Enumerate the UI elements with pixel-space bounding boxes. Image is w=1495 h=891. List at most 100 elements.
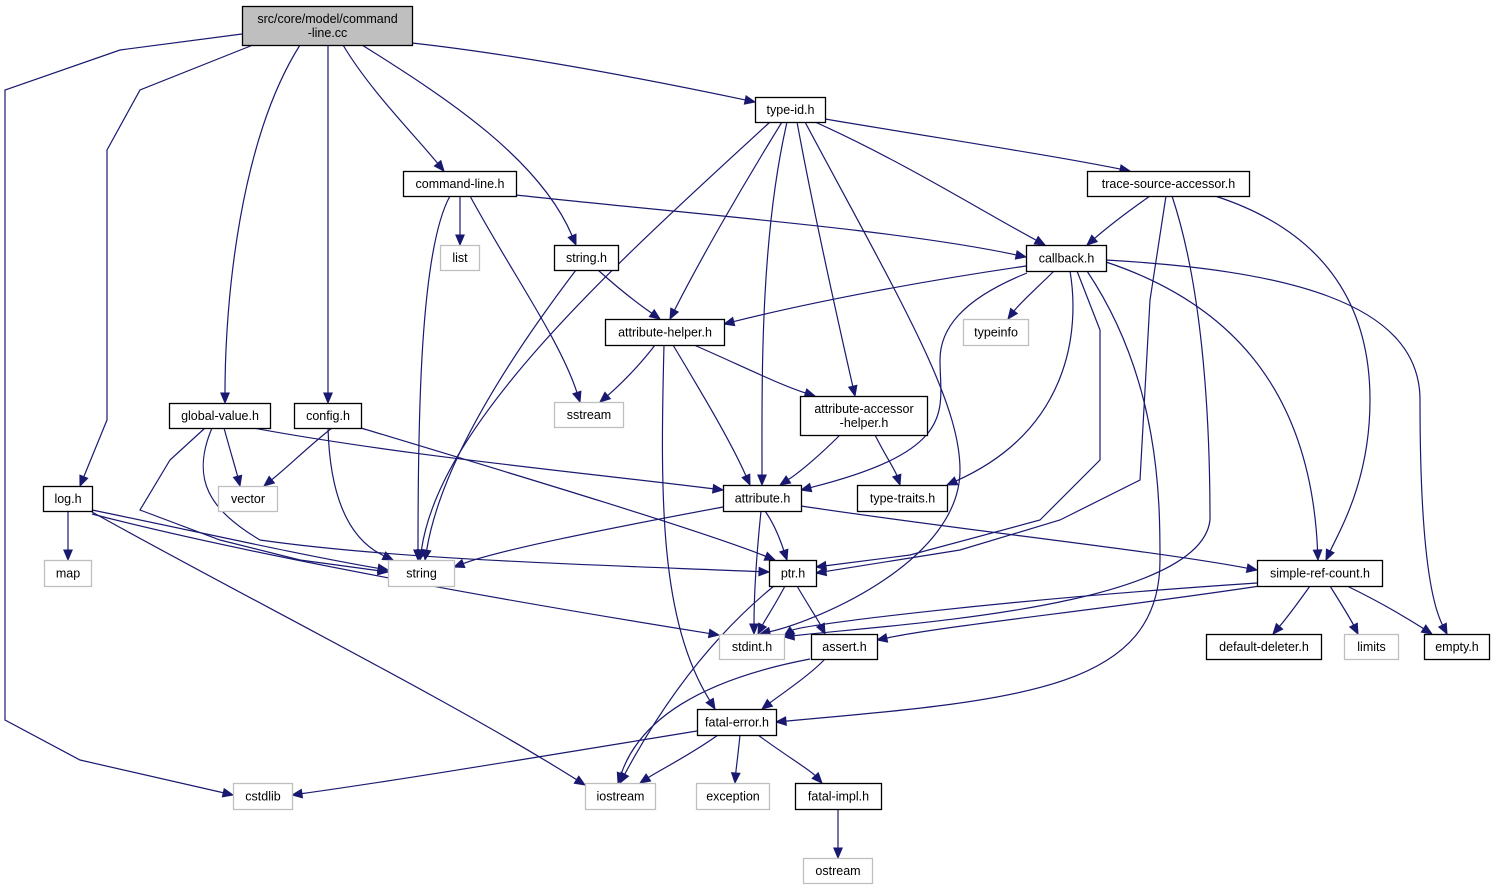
- node-box[interactable]: [232, 782, 294, 811]
- node-ptr[interactable]: ptr.h: [768, 559, 818, 588]
- edge-line: [810, 272, 1028, 489]
- edge-line: [796, 121, 854, 387]
- edge-root-to-command-line: [342, 44, 445, 172]
- node-iostream[interactable]: iostream: [584, 782, 657, 811]
- node-map[interactable]: map: [43, 559, 93, 588]
- node-root[interactable]: src/core/model/command-line.cc: [241, 5, 414, 47]
- arrowhead-icon: [722, 316, 736, 327]
- node-limits[interactable]: limits: [1343, 633, 1400, 661]
- edge-line: [411, 42, 746, 101]
- node-box[interactable]: [722, 484, 803, 513]
- node-box[interactable]: [293, 402, 363, 430]
- edge-attribute-to-simple-ref-count: [800, 505, 1259, 573]
- arrowhead-icon: [669, 307, 680, 321]
- node-list[interactable]: list: [439, 244, 481, 272]
- node-ostream[interactable]: ostream: [802, 857, 874, 885]
- edge-line: [607, 344, 656, 396]
- node-box[interactable]: [802, 857, 874, 885]
- node-box[interactable]: [553, 244, 620, 272]
- node-stdint[interactable]: stdint.h: [718, 633, 786, 661]
- node-empty[interactable]: empty.h: [1423, 633, 1491, 661]
- node-cstdlib[interactable]: cstdlib: [232, 782, 294, 811]
- node-type-traits[interactable]: type-traits.h: [856, 484, 949, 513]
- edge-line: [753, 510, 762, 625]
- node-box[interactable]: [962, 318, 1030, 347]
- arrowhead-icon: [1312, 549, 1323, 562]
- node-sstream[interactable]: sstream: [553, 401, 625, 429]
- edge-attribute-helper-to-attribute-accessor-helper: [693, 344, 817, 398]
- node-typeinfo[interactable]: typeinfo: [962, 318, 1030, 347]
- node-simple-ref-count[interactable]: simple-ref-count.h: [1256, 559, 1384, 588]
- node-label: vector: [231, 492, 265, 506]
- node-box[interactable]: [387, 559, 456, 588]
- node-command-line[interactable]: command-line.h: [402, 170, 518, 198]
- node-global-value[interactable]: global-value.h: [168, 402, 272, 430]
- arrowhead-icon: [599, 391, 612, 403]
- node-box[interactable]: [584, 782, 657, 811]
- arrowhead-icon: [875, 633, 889, 643]
- node-label: assert.h: [822, 640, 867, 654]
- node-box[interactable]: [42, 485, 94, 513]
- edge-line: [693, 344, 806, 394]
- arrowhead-icon: [433, 159, 445, 172]
- node-box[interactable]: [43, 559, 93, 588]
- edge-line: [796, 585, 822, 626]
- node-attribute[interactable]: attribute.h: [722, 484, 803, 513]
- node-box[interactable]: [439, 244, 481, 272]
- node-box[interactable]: [1086, 170, 1251, 198]
- node-box[interactable]: [856, 484, 949, 513]
- node-attribute-accessor-helper[interactable]: attribute-accessor-helper.h: [799, 395, 929, 437]
- edge-callback-to-typeinfo: [1007, 270, 1055, 321]
- edge-fatal-error-to-fatal-impl: [757, 734, 823, 784]
- node-trace-source-accessor[interactable]: trace-source-accessor.h: [1086, 170, 1251, 198]
- node-box[interactable]: [810, 633, 879, 661]
- edge-attribute-to-string: [452, 506, 724, 569]
- arrowhead-icon: [381, 551, 395, 561]
- edge-trace-source-accessor-to-callback: [1086, 195, 1151, 246]
- node-box[interactable]: [402, 170, 518, 198]
- node-label: list: [452, 251, 468, 265]
- edge-line: [91, 513, 710, 635]
- node-box[interactable]: [794, 782, 883, 811]
- node-box[interactable]: [768, 559, 818, 588]
- node-box[interactable]: [1423, 633, 1491, 661]
- node-box[interactable]: [754, 96, 827, 124]
- edge-global-value-to-vector: [223, 427, 243, 488]
- edge-root-to-log: [79, 44, 254, 488]
- node-box[interactable]: [718, 633, 786, 661]
- node-config[interactable]: config.h: [293, 402, 363, 430]
- node-label: callback.h: [1039, 252, 1095, 266]
- node-box[interactable]: [241, 5, 414, 47]
- node-box[interactable]: [1343, 633, 1400, 661]
- node-attribute-helper[interactable]: attribute-helper.h: [604, 318, 726, 347]
- node-box[interactable]: [696, 708, 778, 737]
- node-box[interactable]: [168, 402, 272, 430]
- node-fatal-error[interactable]: fatal-error.h: [696, 708, 778, 737]
- node-callback[interactable]: callback.h: [1025, 244, 1108, 273]
- node-default-deleter[interactable]: default-deleter.h: [1205, 633, 1323, 661]
- edge-line: [824, 118, 1121, 170]
- node-box[interactable]: [1205, 633, 1323, 661]
- node-box[interactable]: [1256, 559, 1384, 588]
- edge-log-to-iostream: [91, 511, 587, 786]
- node-box[interactable]: [553, 401, 625, 429]
- node-vector[interactable]: vector: [217, 485, 279, 513]
- node-string-h[interactable]: string.h: [553, 244, 620, 272]
- node-type-id[interactable]: type-id.h: [754, 96, 827, 124]
- node-box[interactable]: [217, 485, 279, 513]
- edge-line: [4, 33, 243, 794]
- node-assert[interactable]: assert.h: [810, 633, 879, 661]
- node-fatal-impl[interactable]: fatal-impl.h: [794, 782, 883, 811]
- node-label: ostream: [815, 864, 860, 878]
- node-exception[interactable]: exception: [695, 782, 771, 811]
- node-label: typeinfo: [974, 326, 1018, 340]
- node-box[interactable]: [604, 318, 726, 347]
- node-box[interactable]: [1025, 244, 1108, 273]
- node-log[interactable]: log.h: [42, 485, 94, 513]
- arrowhead-icon: [290, 788, 304, 799]
- arrowhead-icon: [323, 392, 333, 405]
- edge-attribute-helper-to-sstream: [599, 344, 656, 403]
- node-string[interactable]: string: [387, 559, 456, 588]
- node-box[interactable]: [695, 782, 771, 811]
- node-box[interactable]: [799, 395, 929, 437]
